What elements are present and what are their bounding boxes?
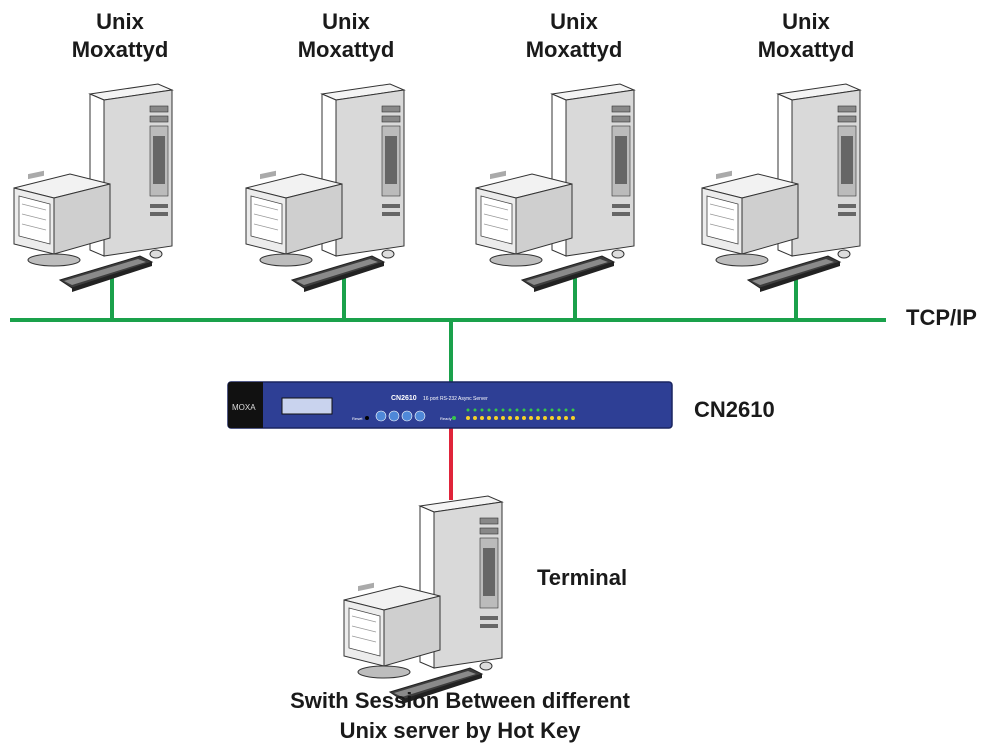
device-reset: Reset [352,416,363,421]
host-label-1: Unix Moxattyd [30,8,210,64]
host-label-4-line1: Unix [782,9,830,34]
terminal-workstation [343,495,503,705]
device-led-top [508,408,512,412]
host-label-3-line2: Moxattyd [525,37,623,62]
device-led-top [571,408,575,412]
device-led-bottom [571,416,575,420]
caption: Swith Session Between different Unix ser… [180,686,740,746]
host-label-3: Unix Moxattyd [484,8,664,64]
network-label: TCP/IP [906,305,977,330]
caption-line1: Swith Session Between different [290,688,630,713]
host-label-2: Unix Moxattyd [256,8,436,64]
device-led-top [529,408,533,412]
device-led-top [543,408,547,412]
device-led-bottom [466,416,470,420]
host-label-4: Unix Moxattyd [716,8,896,64]
device-led-top [550,408,554,412]
device-led-bottom [473,416,477,420]
host-label-1-line1: Unix [96,9,144,34]
device-led-top [473,408,477,412]
device-ready: Ready [440,416,452,421]
device-led-top [564,408,568,412]
device-led-bottom [550,416,554,420]
device-led-bottom [557,416,561,420]
cn2610-device: MOXA CN2610 16 port RS-232 Async Server … [227,381,673,429]
terminal-label: Terminal [537,565,628,590]
device-led-bottom [536,416,540,420]
device-led-bottom [480,416,484,420]
device-led-top [536,408,540,412]
host-workstation-1 [13,83,173,293]
host-workstation-2 [245,83,405,293]
device-led-top [466,408,470,412]
device-led-bottom [564,416,568,420]
device-desc: 16 port RS-232 Async Server [423,396,488,402]
device-led-top [557,408,561,412]
device-led-top [522,408,526,412]
device-label: CN2610 [694,397,775,422]
device-led-bottom [515,416,519,420]
device-led-bottom [543,416,547,420]
device-led-bottom [487,416,491,420]
host-label-2-line2: Moxattyd [297,37,395,62]
device-led-bottom [529,416,533,420]
device-led-bottom [501,416,505,420]
device-brand: MOXA [232,403,256,412]
caption-line2: Unix server by Hot Key [339,718,581,743]
device-led-top [494,408,498,412]
host-label-3-line1: Unix [550,9,598,34]
device-model: CN2610 [391,395,417,402]
host-label-1-line2: Moxattyd [71,37,169,62]
host-label-4-line2: Moxattyd [757,37,855,62]
host-workstation-3 [475,83,635,293]
device-led-array [466,408,575,420]
host-label-2-line1: Unix [322,9,370,34]
host-workstation-4 [701,83,861,293]
device-led-top [501,408,505,412]
device-led-top [515,408,519,412]
device-led-bottom [522,416,526,420]
device-led-bottom [494,416,498,420]
device-led-bottom [508,416,512,420]
device-led-top [487,408,491,412]
device-led-top [480,408,484,412]
